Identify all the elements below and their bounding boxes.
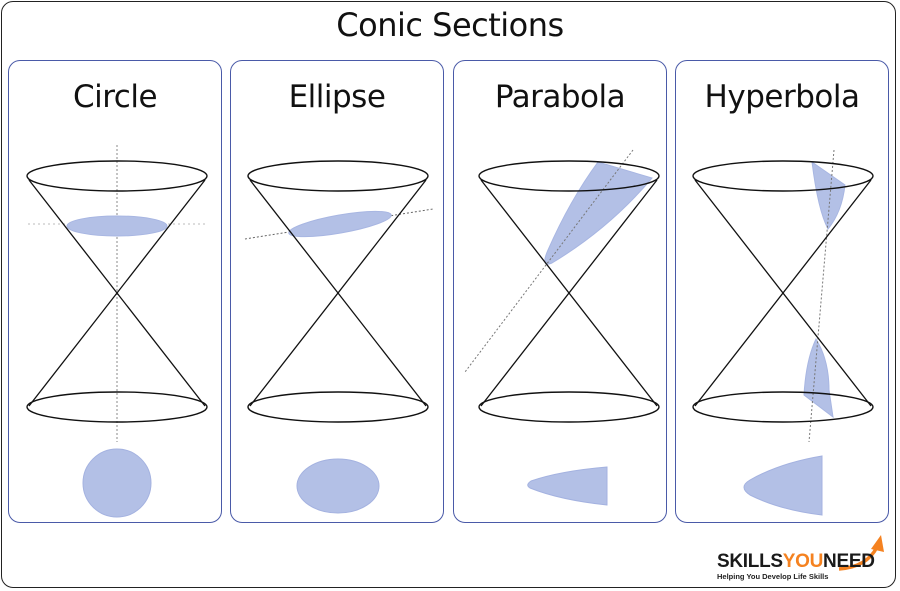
skillsyouneed-logo: SKILLSYOUNEED Helping You Develop Life S… (717, 535, 887, 585)
panel-title-ellipse: Ellipse (288, 79, 386, 115)
ellipse-result-shape (296, 458, 380, 514)
logo-tagline: Helping You Develop Life Skills (717, 572, 829, 581)
logo-wordmark: SKILLSYOUNEED (717, 551, 875, 573)
hyperbola-result-shape (743, 455, 823, 516)
panel-parabola: Parabola (453, 60, 667, 523)
panel-hyperbola: Hyperbola (675, 60, 889, 523)
upward-arrow-icon (838, 535, 884, 571)
circle-result-shape (82, 448, 152, 518)
parabola-section (544, 161, 653, 265)
panel-title-hyperbola: Hyperbola (704, 79, 860, 115)
panel-circle: Circle (8, 60, 222, 523)
logo-word-you: YOU (782, 551, 824, 572)
logo-word-skills: SKILLS (717, 551, 783, 572)
circle-section (66, 215, 168, 237)
circle-cone-diagram (26, 145, 208, 518)
page-title: Conic Sections (336, 6, 564, 44)
hyperbola-lower-section (803, 337, 834, 419)
hyperbola-cone-diagram (692, 149, 874, 516)
cutting-plane-dotted (464, 149, 634, 373)
parabola-cone-diagram (464, 149, 660, 506)
panel-ellipse: Ellipse (230, 60, 444, 523)
logo-word-need: NEED (823, 551, 875, 572)
hyperbola-upper-section (811, 160, 846, 230)
ellipse-cone-diagram (244, 160, 434, 514)
ellipse-section (288, 210, 392, 238)
panel-title-circle: Circle (72, 79, 158, 115)
panel-title-parabola: Parabola (494, 79, 626, 115)
parabola-result-shape (527, 466, 608, 506)
